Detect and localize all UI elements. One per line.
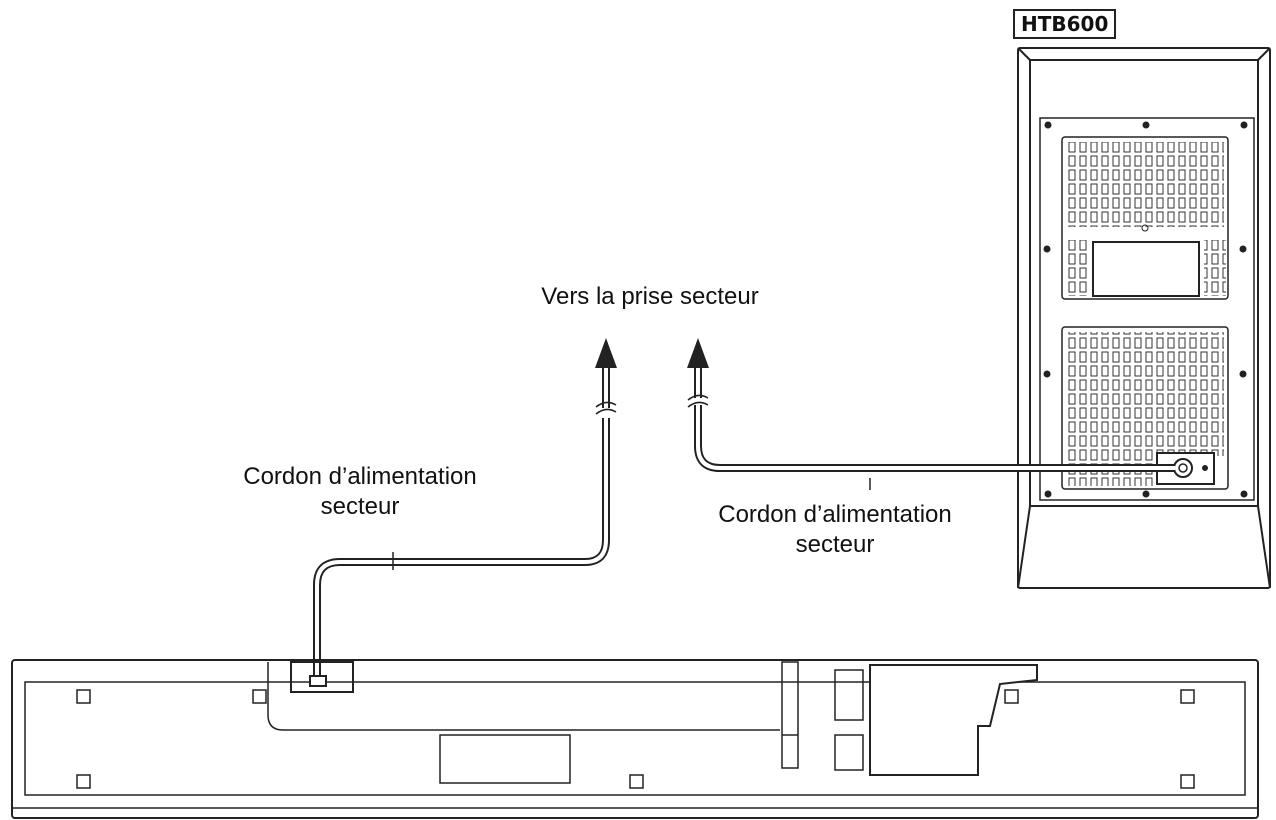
subwoofer-rear-panel: [1017, 47, 1271, 589]
arrow-up-icon: [687, 338, 709, 368]
cord-right-label-line2: secteur: [795, 531, 875, 558]
soundbar-rear-panel: [11, 659, 1259, 819]
model-badge: HTB600: [1013, 9, 1117, 39]
right-power-cord: [687, 338, 1175, 490]
cord-left-label-line1: Cordon d’alimentation: [243, 463, 477, 490]
cord-left-label: Cordon d’alimentation secteur: [205, 462, 515, 522]
cord-right-label: Cordon d’alimentation secteur: [680, 500, 990, 560]
mounting-hole-icons: [76, 689, 1195, 789]
cord-right-label-line1: Cordon d’alimentation: [718, 501, 952, 528]
screw-icons: [1043, 121, 1248, 498]
outlet-label-text: Vers la prise secteur: [541, 283, 759, 310]
left-power-cord: [313, 338, 617, 680]
arrow-up-icon: [595, 338, 617, 368]
outlet-label: Vers la prise secteur: [505, 282, 795, 312]
cord-left-label-line2: secteur: [320, 493, 400, 520]
